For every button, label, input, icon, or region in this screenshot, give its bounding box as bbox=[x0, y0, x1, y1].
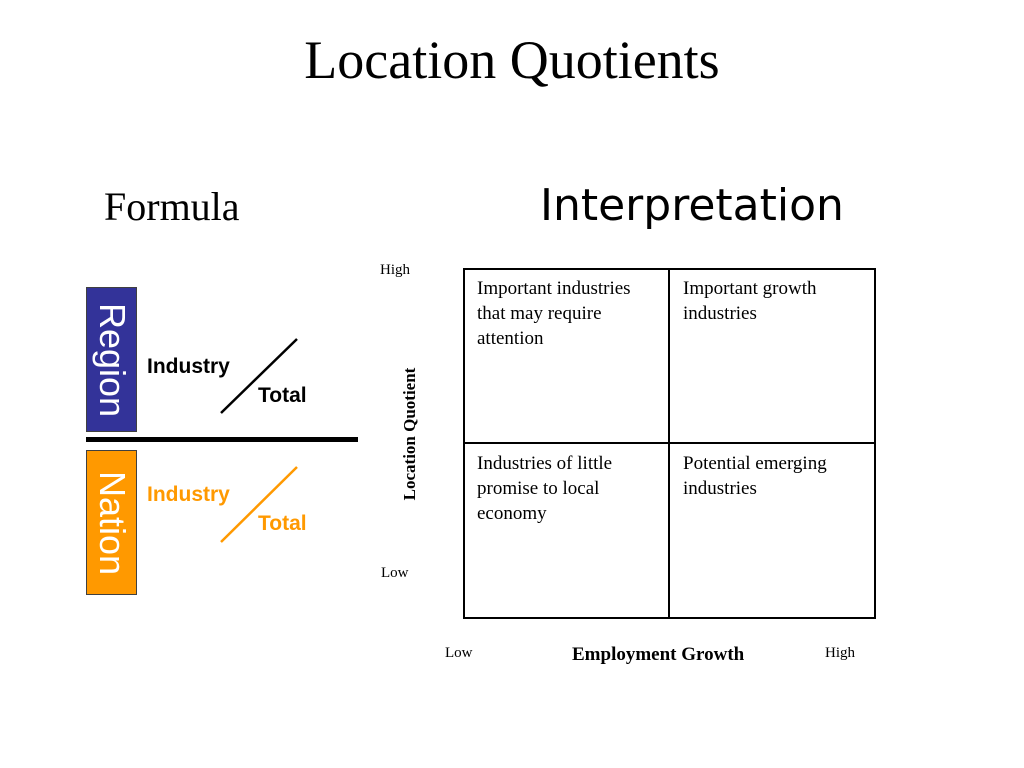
quadrant-top-right: Important growth industries bbox=[683, 278, 817, 324]
slide-title: Location Quotients bbox=[304, 30, 720, 90]
denominator-industry-label: Industry bbox=[147, 483, 230, 506]
quadrant-top-left: Important industries that may require at… bbox=[477, 278, 631, 349]
x-axis-high-label: High bbox=[825, 645, 855, 661]
denominator-total-label: Total bbox=[258, 512, 307, 535]
region-box: Region bbox=[86, 287, 137, 432]
x-axis-label: Employment Growth bbox=[572, 644, 745, 665]
interpretation-heading: Interpretation bbox=[540, 180, 844, 231]
numerator-industry-label: Industry bbox=[147, 355, 230, 378]
y-axis-low-label: Low bbox=[381, 565, 409, 581]
nation-label: Nation bbox=[91, 470, 133, 575]
fraction-bar bbox=[86, 437, 358, 442]
region-label: Region bbox=[91, 302, 133, 417]
formula-heading: Formula bbox=[104, 184, 240, 229]
x-axis-low-label: Low bbox=[445, 645, 473, 661]
nation-box: Nation bbox=[86, 450, 137, 595]
quadrant-bottom-left: Industries of little promise to local ec… bbox=[477, 453, 613, 524]
numerator-total-label: Total bbox=[258, 384, 307, 407]
quadrant-bottom-right: Potential emerging industries bbox=[683, 453, 827, 499]
y-axis-high-label: High bbox=[380, 262, 410, 278]
y-axis-label: Location Quotient bbox=[400, 367, 419, 501]
matrix-horizontal-divider bbox=[463, 442, 876, 444]
